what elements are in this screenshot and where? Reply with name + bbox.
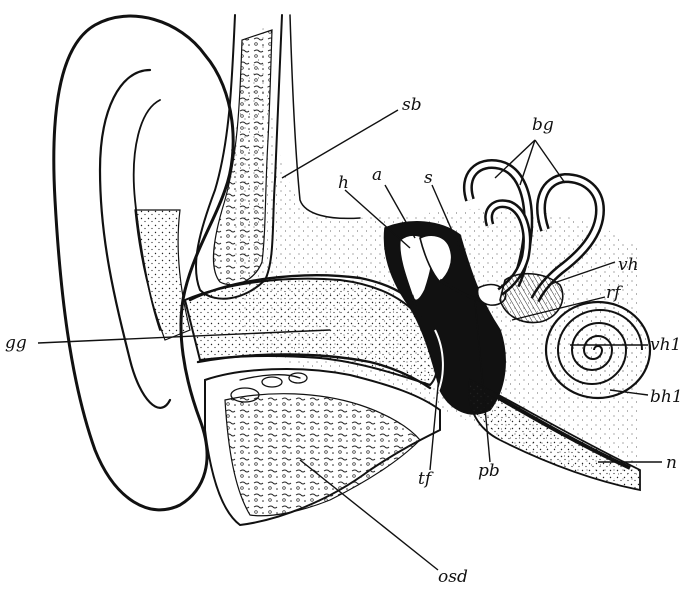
cochlea — [544, 300, 652, 400]
label-pb: pb — [478, 461, 500, 481]
semicircular-canals — [463, 159, 606, 324]
label-vh: vh — [618, 255, 639, 275]
label-vh1: vh1 — [650, 335, 681, 355]
leader-lines — [37, 109, 662, 571]
eustachian-tube — [468, 378, 641, 492]
label-n: n — [666, 453, 677, 473]
label-bh1: bh1 — [650, 387, 683, 407]
ossicles — [398, 234, 507, 341]
label-osd: osd — [438, 567, 468, 587]
label-rf: rf — [606, 283, 623, 303]
label-sb: sb — [402, 95, 422, 115]
label-h: h — [338, 173, 349, 193]
labels: sb bg h a s vh rf gg vh1 bh1 n tf pb osd — [5, 95, 683, 587]
auricle — [52, 14, 235, 512]
label-tf: tf — [418, 469, 434, 489]
label-gg: gg — [5, 333, 27, 353]
mastoid-bone — [204, 368, 441, 527]
label-bg: bg — [532, 115, 554, 135]
label-a: a — [372, 165, 382, 185]
label-s: s — [424, 168, 433, 188]
